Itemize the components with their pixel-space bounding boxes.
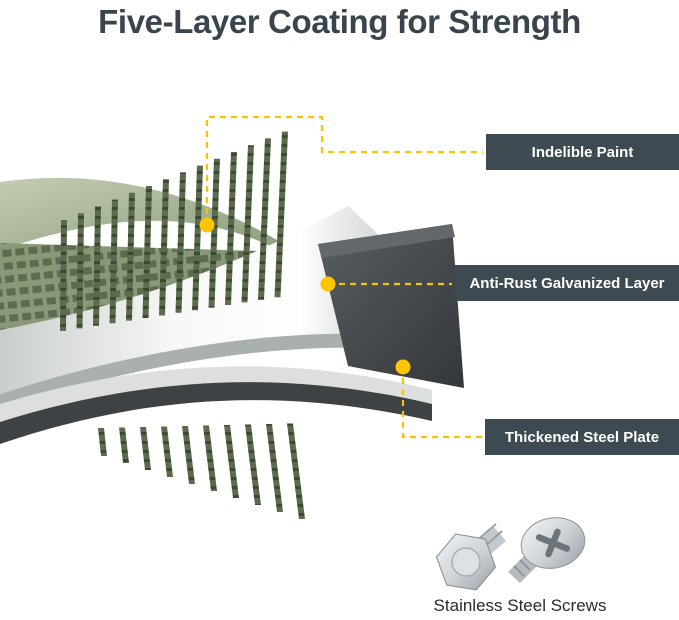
comb-fin (161, 426, 173, 477)
comb-fin (192, 165, 203, 311)
callout-label-indelible-paint: Indelible Paint (486, 134, 679, 170)
callout-lines (199, 115, 483, 439)
comb-fin (241, 145, 254, 303)
screw-thread-lines (513, 559, 531, 577)
comb-fin (142, 186, 152, 318)
callout-line-thickened-steel (401, 367, 482, 439)
phillips-head-screw-icon (508, 517, 586, 583)
callout-dot-indelible-paint (199, 217, 215, 233)
coated-plate-illustration (0, 131, 464, 519)
hex-head-screw-icon (435, 523, 506, 591)
bottom-steel-sliver (0, 382, 432, 444)
galvanized-layer-band (0, 206, 382, 394)
screws-caption: Stainless Steel Screws (433, 596, 607, 615)
callout-dot-thickened-steel (395, 359, 411, 375)
comb-fin (140, 427, 151, 470)
comb-fin (203, 425, 217, 491)
steel-plate-top-face (318, 224, 455, 258)
comb-fin (126, 192, 135, 321)
comb-fin (119, 427, 129, 463)
comb-fin (224, 425, 239, 498)
comb-fin (258, 138, 271, 300)
comb-fin (225, 152, 237, 305)
paint-layer-surface (0, 177, 290, 256)
callout-label-thickened-steel-plate: Thickened Steel Plate (485, 419, 679, 455)
comb-fin (266, 424, 283, 512)
comb-fin (109, 199, 118, 324)
comb-fins-bottom (98, 423, 305, 519)
phillips-cross (535, 528, 571, 558)
comb-fin (76, 213, 84, 329)
comb-fin (245, 424, 261, 505)
page-title: Five-Layer Coating for Strength (98, 3, 581, 40)
comb-fin (159, 179, 169, 316)
bottom-galvanized-sliver (0, 366, 432, 422)
comb-fin (287, 423, 305, 519)
callout-dot-anti-rust (320, 276, 336, 292)
comb-fin (208, 158, 220, 308)
comb-fins-top (60, 131, 288, 331)
comb-fin (98, 428, 107, 456)
comb-fin (175, 172, 186, 313)
comb-fin (60, 220, 67, 331)
comb-fin (274, 131, 288, 298)
hex-head-boss (451, 547, 481, 577)
comb-fin (93, 206, 101, 326)
callout-label-anti-rust-galvanized-layer: Anti-Rust Galvanized Layer (455, 265, 679, 301)
steel-plate (318, 224, 464, 388)
callout-line-indelible-paint (205, 115, 483, 225)
comb-fin (182, 426, 195, 484)
